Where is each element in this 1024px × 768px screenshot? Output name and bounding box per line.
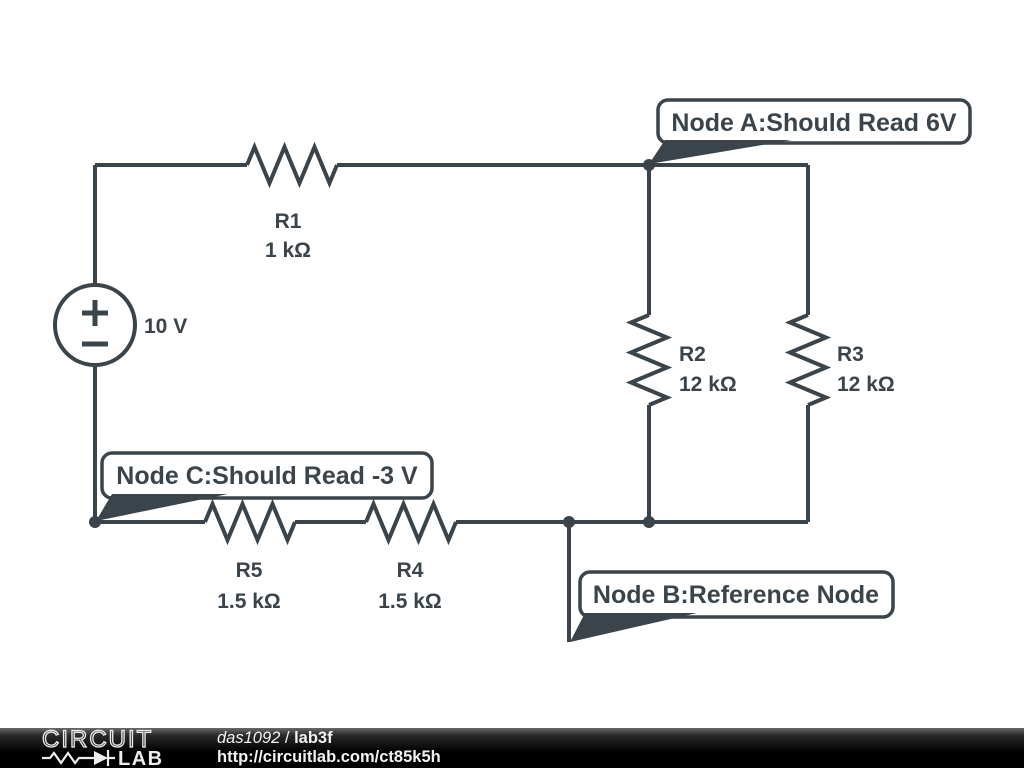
resistor-r1-symbol [245,141,339,189]
resistor-r4-symbol [364,498,458,546]
node-b-callout-label: Node B:Reference Node [593,581,879,609]
footer-author: das1092 [217,729,281,747]
resistor-r5-symbol [203,498,297,546]
node-c-callout-tail [96,494,228,521]
r4-value-label: 1.5 kΩ [378,590,442,613]
logo-diode-icon [94,751,108,765]
circuitlab-logo: CIRCUIT LAB [42,728,164,768]
node-a-callout-tail [649,140,792,164]
r5-value-label: 1.5 kΩ [217,590,281,613]
voltage-source-symbol [53,283,137,367]
node-b-callout-tail [570,613,697,642]
junction-dot-r2-bottom [643,516,655,528]
node-c-callout: Node C:Should Read -3 V [96,451,434,521]
r2-name-label: R2 [679,343,706,366]
source-value-label: 10 V [144,315,187,338]
logo-word-lab: LAB [118,748,164,768]
node-b-callout: Node B:Reference Node [570,570,895,642]
footer-schematic-title: lab3f [294,729,333,747]
junction-dot-node-a [643,159,655,171]
circuitlab-footer-bar: CIRCUIT LAB das1092 / lab3f http://circu… [0,728,1024,768]
r1-name-label: R1 [275,210,302,233]
resistor-r2-symbol [625,313,673,407]
logo-resistor-icon [42,751,94,765]
footer-author-title: das1092 / lab3f [217,729,441,748]
junction-dot-node-b [563,516,575,528]
r1-value-label: 1 kΩ [265,239,311,262]
footer-meta: das1092 / lab3f http://circuitlab.com/ct… [217,729,441,767]
r2-value-label: 12 kΩ [679,373,737,396]
footer-separator: / [284,729,290,747]
r4-name-label: R4 [397,559,424,582]
r3-name-label: R3 [837,343,864,366]
resistor-r3-symbol [784,313,832,407]
footer-share-url: http://circuitlab.com/ct85k5h [217,748,441,766]
node-a-callout: Node A:Should Read 6V [649,98,972,164]
r3-value-label: 12 kΩ [837,373,895,396]
circuit-schematic-canvas: Node A:Should Read 6V Node C:Should Read… [53,98,972,642]
logo-word-circuit: CIRCUIT [42,728,153,753]
junction-dot-node-c [89,516,101,528]
plus-sign [82,300,108,326]
node-a-callout-label: Node A:Should Read 6V [671,109,957,137]
wires [93,163,810,642]
r5-name-label: R5 [236,559,263,582]
logo-diode-bar [106,750,115,766]
node-c-callout-label: Node C:Should Read -3 V [116,462,418,490]
